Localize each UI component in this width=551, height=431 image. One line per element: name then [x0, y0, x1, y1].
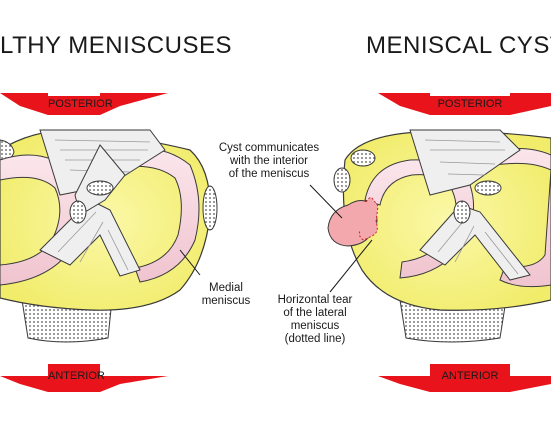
posterior-arrow-left: [0, 93, 168, 115]
cyst-callout-line-2: with the interior: [230, 155, 308, 167]
cruciate-ligament-right: [409, 129, 521, 196]
fibula-head-right: [350, 149, 376, 167]
anterior-arrow-right: [378, 364, 551, 392]
title-healthy: LTHY MENISCUSES: [0, 32, 232, 59]
anterior-arrow-left: [0, 364, 168, 392]
anterior-label-left: ANTERIOR: [48, 370, 105, 382]
transverse-fibers-right: [437, 217, 519, 275]
tear-callout: Horizontal tear of the lateral meniscus …: [272, 294, 358, 346]
medial-meniscus-callout: Medial meniscus: [196, 282, 256, 308]
anterior-label-right: ANTERIOR: [441, 370, 499, 382]
tear-callout-line-4: (dotted line): [284, 333, 346, 345]
posterior-label-left: POSTERIOR: [48, 98, 113, 110]
tear-callout-line-2: of the lateral: [283, 307, 347, 319]
attachment-dot-left-1: [86, 180, 114, 196]
medial-callout-line-1: Medial: [209, 282, 243, 294]
tear-callout-line-1: Horizontal tear: [277, 294, 353, 306]
attachment-dot-left-3: [202, 185, 218, 231]
medial-callout-line: [179, 249, 201, 276]
attachment-dot-right-2: [474, 180, 502, 196]
tear-callout-line-3: meniscus: [290, 320, 340, 332]
healthy-knee-illustration: [0, 93, 218, 392]
transverse-fibers-left: [57, 211, 129, 271]
cyst-callout: Cyst communicates with the interior of t…: [214, 142, 324, 181]
attachment-dot-right-3: [453, 200, 471, 224]
medial-meniscus-left: [109, 147, 200, 283]
horizontal-tear-dotted: [359, 197, 379, 241]
cyst-callout-line-3: of the meniscus: [228, 168, 310, 180]
tear-callout-line: [329, 239, 373, 293]
cyst-callout-line: [309, 184, 343, 219]
posterior-ligament-left: [74, 144, 126, 216]
cyst-callout-line-1: Cyst communicates: [218, 142, 320, 154]
medial-callout-line-2: meniscus: [201, 295, 251, 307]
tibia-shaft-right: [399, 299, 507, 343]
posterior-arrow-right: [378, 93, 551, 115]
attachment-dot-left-2: [69, 200, 87, 224]
attachment-dot-right-1: [333, 167, 351, 193]
title-meniscal-cyst: MENISCAL CYST: [366, 32, 551, 59]
ligament-fibers-right: [424, 139, 505, 176]
meniscal-cyst-illustration: [309, 93, 551, 392]
posterior-label-right: POSTERIOR: [437, 98, 503, 110]
